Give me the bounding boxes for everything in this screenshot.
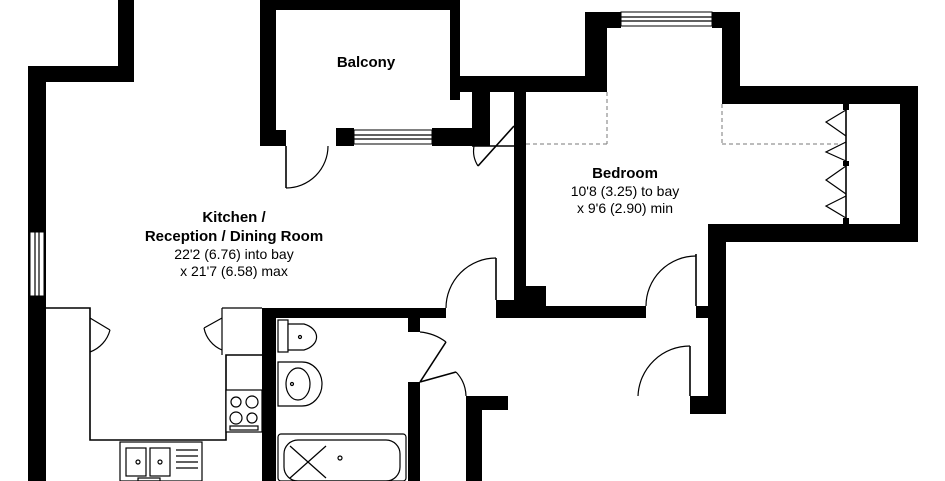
walls bbox=[28, 0, 918, 481]
bathroom-door bbox=[419, 331, 447, 383]
kitchen-fittings bbox=[46, 307, 263, 481]
balcony-label: Balcony bbox=[337, 54, 396, 71]
bathroom-fittings bbox=[277, 319, 407, 481]
room-labels: Balcony Kitchen / Reception / Dining Roo… bbox=[145, 54, 679, 279]
balcony-window bbox=[353, 129, 433, 145]
hallway-door bbox=[419, 371, 467, 397]
kitchen-window bbox=[29, 231, 45, 297]
bedroom-dim-line2: x 9'6 (2.90) min bbox=[577, 200, 673, 216]
basin bbox=[277, 361, 323, 407]
kitchen-label-line2: Reception / Dining Room bbox=[145, 228, 323, 245]
toilet bbox=[277, 319, 318, 353]
bedroom-label: Bedroom bbox=[592, 165, 658, 182]
side-door bbox=[472, 125, 515, 167]
kitchen-dim-line2: x 21'7 (6.58) max bbox=[180, 263, 288, 279]
kitchen-door bbox=[445, 257, 497, 309]
balcony-door bbox=[285, 145, 329, 189]
bedroom-dim-line1: 10'8 (3.25) to bay bbox=[571, 183, 680, 199]
doors bbox=[285, 125, 697, 397]
kitchen-dim-line1: 22'2 (6.76) into bay bbox=[174, 246, 293, 262]
wardrobe bbox=[824, 104, 849, 224]
bath bbox=[277, 433, 407, 481]
bedroom-door bbox=[645, 254, 697, 307]
hob bbox=[225, 389, 263, 433]
bedroom-window bbox=[620, 11, 713, 27]
entrance-door bbox=[637, 345, 691, 397]
windows bbox=[29, 11, 713, 297]
kitchen-label-line1: Kitchen / bbox=[202, 209, 266, 226]
bay-lines bbox=[526, 92, 840, 145]
kitchen-sink bbox=[119, 441, 203, 481]
